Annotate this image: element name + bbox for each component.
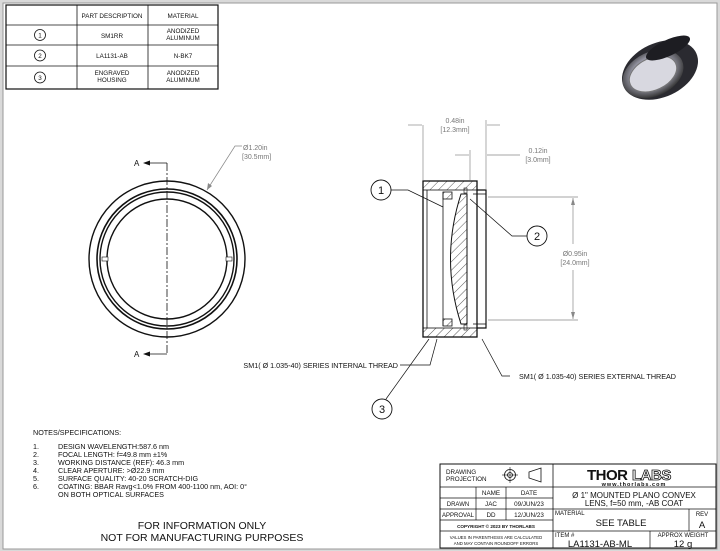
weight-label: APPROX WEIGHT bbox=[658, 533, 709, 539]
values-note-line2: AND MAY CONTAIN ROUNDOFF ERRORS bbox=[454, 541, 539, 546]
row-number: 3 bbox=[38, 75, 42, 82]
note-item: 4. CLEAR APERTURE: >Ø22.9 mm bbox=[33, 466, 164, 475]
disclaimer-line1: FOR INFORMATION ONLY bbox=[138, 520, 267, 532]
arrow-icon bbox=[143, 351, 150, 357]
parts-table: PART DESCRIPTION MATERIAL 1 SM1RR ANODIZ… bbox=[5, 4, 219, 90]
item-value: LA1131-AB-ML bbox=[568, 539, 632, 550]
third-angle-projection-icon bbox=[502, 467, 542, 483]
note-text: SURFACE QUALITY: 40-20 SCRATCH-DIG bbox=[58, 474, 198, 483]
row-number: 1 bbox=[38, 33, 42, 40]
note-text: COATING: BBAR Ravg<1.0% FROM 400-1100 nm… bbox=[58, 482, 247, 491]
balloon-2-label: 2 bbox=[534, 231, 540, 243]
row-material-line2: ALUMINUM bbox=[166, 35, 200, 42]
product-render-image bbox=[621, 35, 699, 100]
date-header: DATE bbox=[521, 490, 537, 497]
note-item: 6. COATING: BBAR Ravg<1.0% FROM 400-1100 … bbox=[33, 482, 247, 499]
note-item: 5. SURFACE QUALITY: 40-20 SCRATCH-DIG bbox=[33, 474, 198, 483]
note-number: 4. bbox=[33, 466, 39, 475]
note-text: CLEAR APERTURE: >Ø22.9 mm bbox=[58, 466, 164, 475]
section-label-bottom: A bbox=[134, 350, 140, 359]
note-text-line2: ON BOTH OPTICAL SURFACES bbox=[58, 490, 164, 499]
approval-label: APPROVAL bbox=[442, 513, 475, 519]
width-dim-in: 0.48in bbox=[445, 118, 464, 125]
note-item: 1. DESIGN WAVELENGTH:587.6 nm bbox=[33, 442, 169, 451]
rev-label: REV bbox=[696, 512, 708, 518]
disclaimer-line2: NOT FOR MANUFACTURING PURPOSES bbox=[101, 532, 304, 544]
note-item: 2. FOCAL LENGTH: f=49.8 mm ±1% bbox=[33, 450, 168, 459]
row-description: LA1131-AB bbox=[96, 53, 128, 60]
section-label-top: A bbox=[134, 159, 140, 168]
row-material: ANODIZED bbox=[167, 28, 200, 35]
balloon-3-label: 3 bbox=[379, 404, 385, 416]
notes-title: NOTES/SPECIFICATIONS: bbox=[33, 428, 121, 437]
logo-url: www.thorlabs.com bbox=[601, 482, 667, 488]
width-dim-mm: [12.3mm] bbox=[440, 127, 469, 134]
arrow-icon bbox=[143, 160, 150, 166]
note-item: 3. WORKING DISTANCE (REF): 46.3 mm bbox=[33, 458, 184, 467]
section-view: 0.48in [12.3mm] 0.12in [3.0mm] Ø0.95in [… bbox=[243, 118, 676, 420]
title-block: DRAWING PROJECTION NAME DATE DRAWN JAC 0… bbox=[439, 463, 717, 550]
balloon-3 bbox=[371, 398, 393, 420]
step-dim-mm: [3.0mm] bbox=[525, 157, 550, 164]
approval-date: 12/JUN/23 bbox=[514, 512, 544, 519]
front-view: A A Ø1.20in [30.5mm] bbox=[88, 145, 271, 359]
note-number: 6. bbox=[33, 482, 39, 491]
drawn-label: DRAWN bbox=[447, 502, 469, 508]
header-material: MATERIAL bbox=[167, 13, 199, 20]
logo-labs: LABS bbox=[632, 467, 671, 484]
material-value: SEE TABLE bbox=[596, 518, 647, 529]
note-text: FOCAL LENGTH: f=49.8 mm ±1% bbox=[58, 450, 168, 459]
projection-label-line2: PROJECTION bbox=[446, 476, 487, 483]
rev-value: A bbox=[699, 520, 706, 531]
drawn-date: 09/JUN/23 bbox=[514, 501, 544, 508]
name-header: NAME bbox=[482, 490, 500, 497]
row-description: ENGRAVED bbox=[95, 70, 130, 77]
projection-label: DRAWING bbox=[446, 469, 476, 476]
row-material-line2: ALUMINUM bbox=[166, 77, 200, 84]
drawing-title: Ø 1" MOUNTED PLANO CONVEX bbox=[572, 491, 696, 500]
row-description-line2: HOUSING bbox=[97, 77, 126, 84]
balloon-icon bbox=[34, 29, 46, 41]
note-number: 1. bbox=[33, 442, 39, 451]
note-text: WORKING DISTANCE (REF): 46.3 mm bbox=[58, 458, 184, 467]
material-label: MATERIAL bbox=[555, 511, 585, 517]
balloon-1-label: 1 bbox=[378, 185, 384, 197]
diameter-dim-in: Ø1.20in bbox=[243, 145, 268, 152]
row-material: N-BK7 bbox=[174, 53, 193, 60]
note-number: 3. bbox=[33, 458, 39, 467]
copyright: COPYRIGHT © 2023 BY THORLABS bbox=[457, 523, 535, 529]
values-note: VALUES IN PARENTHESIS ARE CALCULATED bbox=[450, 535, 542, 540]
weight-value: 12 g bbox=[674, 539, 693, 550]
notes-section: NOTES/SPECIFICATIONS: 1. DESIGN WAVELENGT… bbox=[33, 428, 247, 499]
row-description: SM1RR bbox=[101, 33, 123, 40]
approval-name: DD bbox=[486, 512, 496, 519]
external-thread-callout: SM1( Ø 1.035-40) SERIES EXTERNAL THREAD bbox=[519, 372, 676, 381]
header-part-description: PART DESCRIPTION bbox=[82, 13, 143, 20]
logo-thor: THOR bbox=[587, 467, 628, 484]
table-row: 3 ENGRAVED HOUSING ANODIZED ALUMINUM bbox=[34, 70, 200, 84]
section-diameter-dim-in: Ø0.95in bbox=[563, 251, 588, 258]
drawing-title-line2: LENS, f=50 mm, -AB COAT bbox=[585, 499, 683, 508]
table-row: 2 LA1131-AB N-BK7 bbox=[34, 49, 193, 62]
balloon-icon bbox=[34, 71, 46, 84]
drawn-name: JAC bbox=[485, 501, 497, 508]
section-diameter-dim-mm: [24.0mm] bbox=[560, 260, 589, 267]
note-text: DESIGN WAVELENGTH:587.6 nm bbox=[58, 442, 169, 451]
step-dim-in: 0.12in bbox=[528, 148, 547, 155]
item-label: ITEM # bbox=[555, 533, 575, 539]
note-number: 5. bbox=[33, 474, 39, 483]
table-row: 1 SM1RR ANODIZED ALUMINUM bbox=[34, 28, 200, 42]
thorlabs-logo: THOR LABS www.thorlabs.com bbox=[587, 467, 672, 488]
balloon-icon bbox=[34, 49, 46, 62]
note-number: 2. bbox=[33, 450, 39, 459]
diameter-dim-mm: [30.5mm] bbox=[242, 154, 271, 161]
internal-thread-callout: SM1( Ø 1.035-40) SERIES INTERNAL THREAD bbox=[243, 361, 398, 370]
row-number: 2 bbox=[38, 53, 42, 60]
row-material: ANODIZED bbox=[167, 70, 200, 77]
